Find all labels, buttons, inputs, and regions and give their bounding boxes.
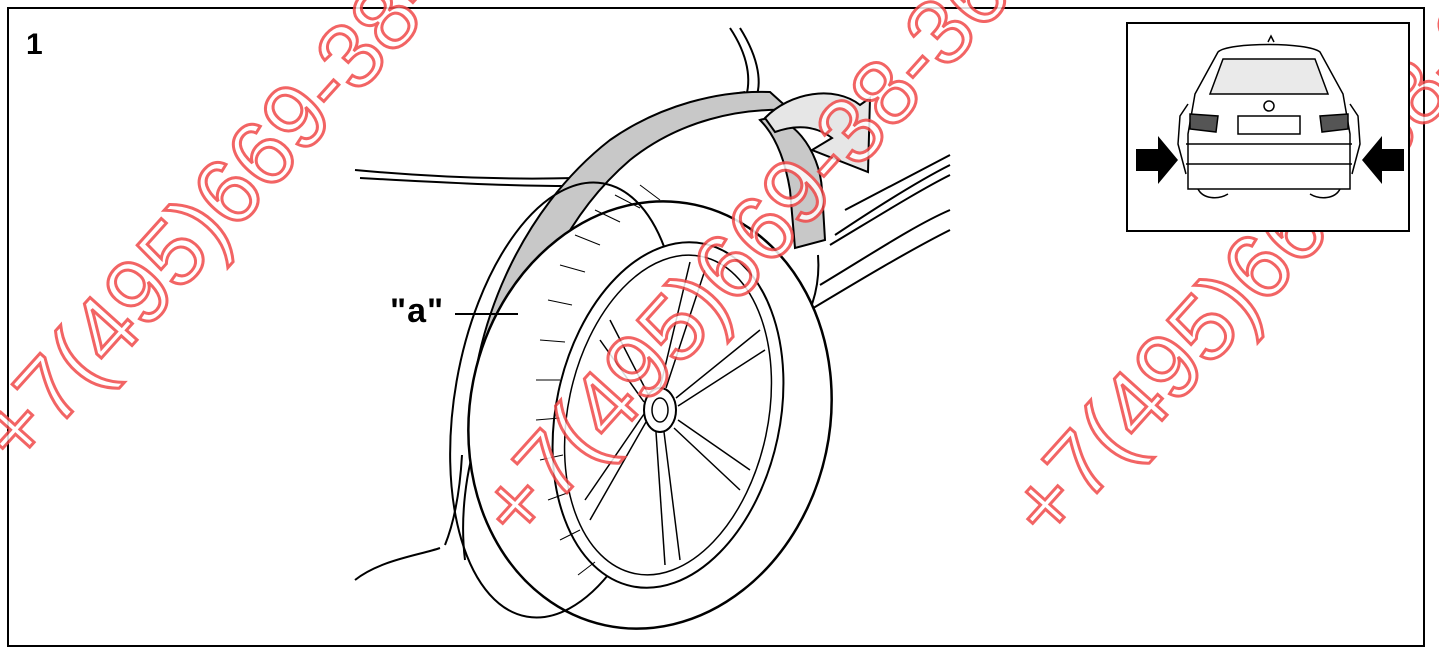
- arrow-right-icon: [1136, 136, 1178, 184]
- arrow-left-icon: [1362, 136, 1404, 184]
- part-label-a: "a": [390, 292, 445, 330]
- vehicle-rear-view-inset: [1126, 22, 1410, 232]
- curved-arrow-icon: [763, 92, 872, 174]
- wheel-icon: [449, 181, 833, 630]
- step-number: 1: [26, 28, 43, 61]
- svg-text:+7(495)669-38-36: +7(495)669-38-36: [0, 0, 529, 483]
- car-rear-icon: [1136, 34, 1404, 199]
